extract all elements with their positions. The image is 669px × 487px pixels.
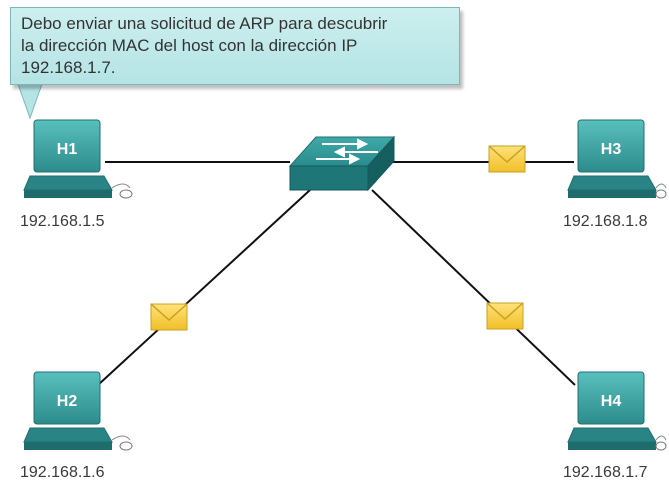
- envelope-icon: [488, 145, 526, 173]
- computer-icon-h1: [23, 119, 133, 199]
- link-switch-h4: [371, 189, 576, 386]
- ip-label-h1: 192.168.1.5: [20, 213, 105, 230]
- speech-callout: Debo enviar una solicitud de ARP para de…: [10, 7, 460, 85]
- host-label-h1: H1: [57, 141, 78, 158]
- host-label-h4: H4: [601, 393, 622, 410]
- ip-label-h2: 192.168.1.6: [20, 464, 105, 481]
- switch-icon: [288, 135, 396, 192]
- computer-icon-h4: [567, 371, 667, 451]
- computer-icon-h3: [567, 119, 667, 199]
- host-label-h2: H2: [57, 393, 78, 410]
- callout-line-1: Debo enviar una solicitud de ARP para de…: [21, 14, 388, 33]
- computer-icon-h2: [23, 371, 133, 451]
- callout-line-2: la dirección MAC del host con la direcci…: [21, 36, 358, 55]
- link-switch-h2: [97, 189, 311, 386]
- ip-label-h4: 192.168.1.7: [563, 464, 648, 481]
- envelope-icon: [486, 302, 524, 330]
- envelope-icon: [150, 303, 188, 331]
- callout-tail: [17, 84, 43, 120]
- callout-line-3: 192.168.1.7.: [21, 58, 116, 77]
- ip-label-h3: 192.168.1.8: [563, 213, 648, 230]
- host-label-h3: H3: [601, 141, 622, 158]
